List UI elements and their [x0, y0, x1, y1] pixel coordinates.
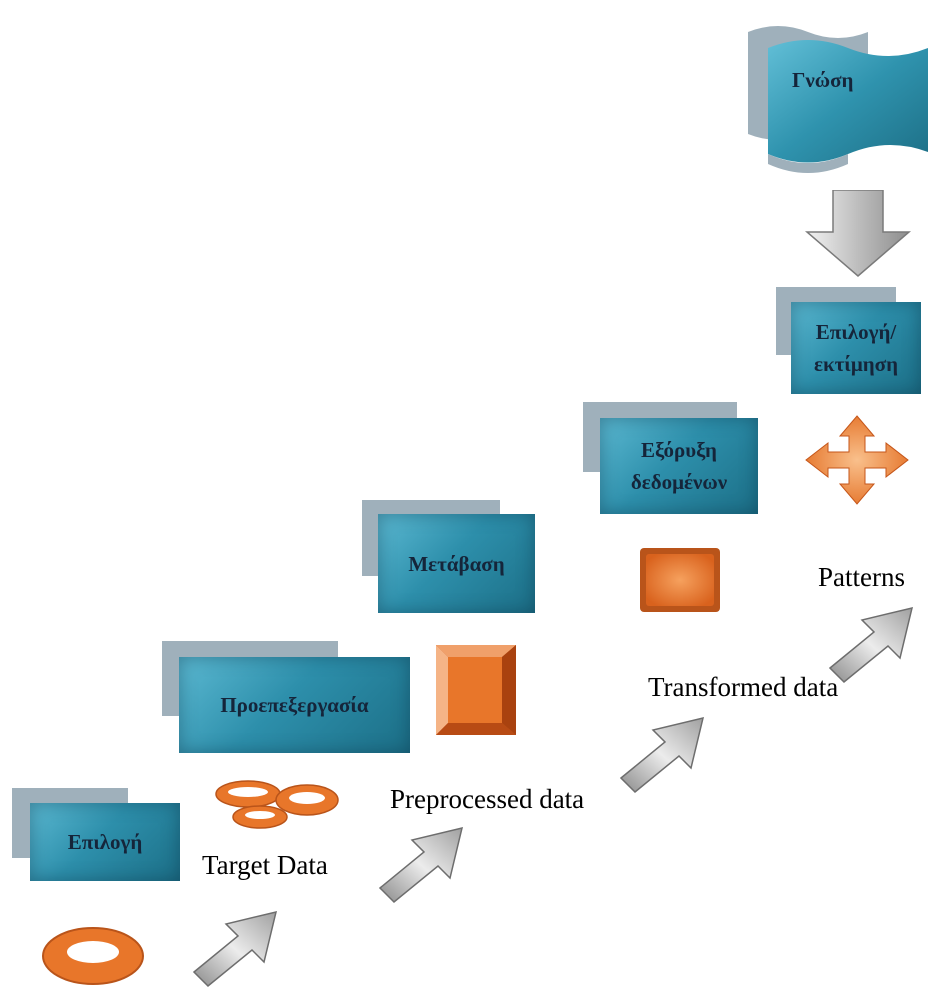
progress-arrow-icon [619, 716, 705, 794]
transformed-data-label: Transformed data [648, 672, 839, 702]
target-data-label: Target Data [202, 850, 328, 880]
four-way-arrow-icon [805, 415, 909, 505]
single-ring-icon [42, 927, 144, 985]
rings-group-icon [215, 780, 339, 829]
step-box: Επιλογή/ εκτίμηση [791, 302, 921, 394]
step-box: Επιλογή [30, 803, 180, 881]
preprocessed-data-label: Preprocessed data [390, 784, 585, 814]
progress-arrow-icon [378, 826, 464, 904]
flat-block-icon [640, 548, 720, 612]
step-box: Προεπεξεργασία [179, 657, 410, 753]
down-arrow-icon [804, 190, 912, 277]
step-box: Εξόρυξη δεδομένων [600, 418, 758, 514]
patterns-label: Patterns [818, 562, 905, 592]
step-box: Μετάβαση [378, 514, 535, 613]
progress-arrow-icon [828, 606, 914, 684]
knowledge-scroll-icon [748, 26, 928, 173]
knowledge-label: Γνώση [792, 68, 854, 92]
square-block-icon [436, 645, 516, 735]
progress-arrow-icon [192, 910, 278, 988]
